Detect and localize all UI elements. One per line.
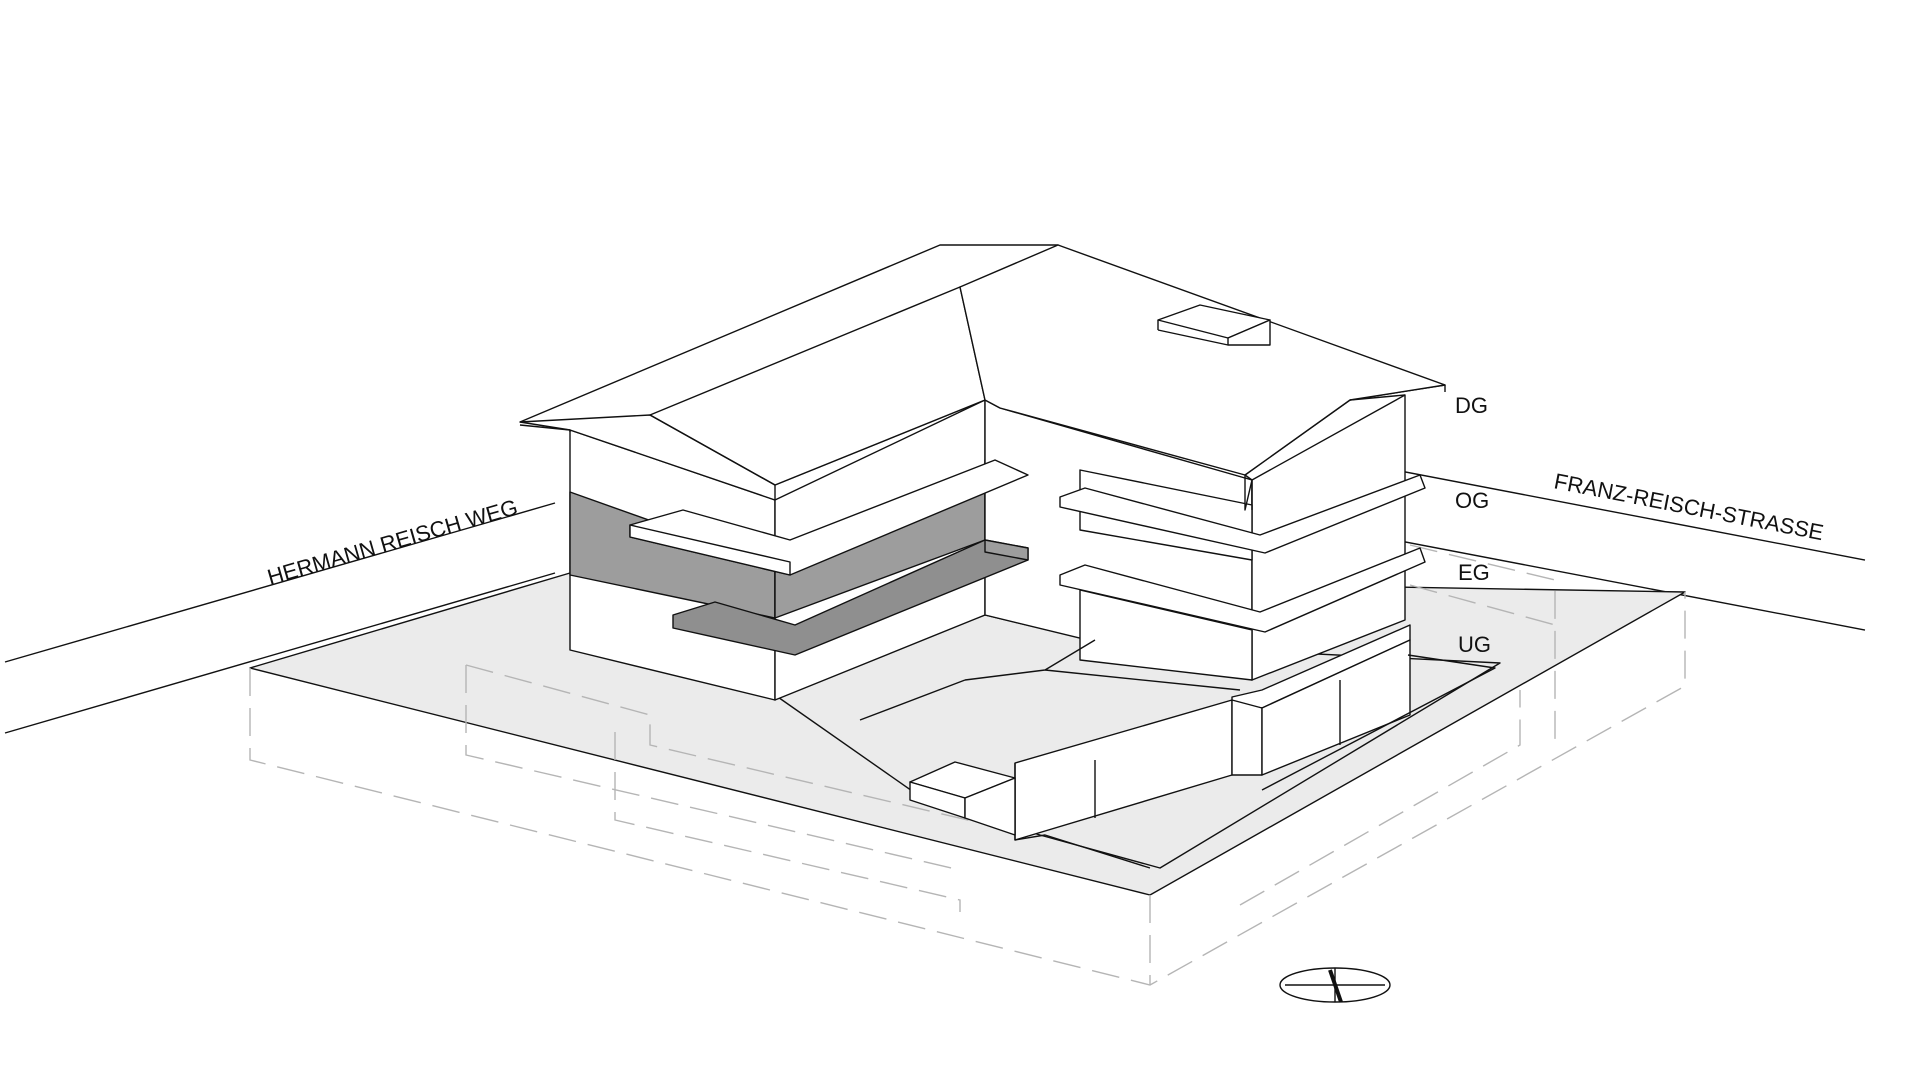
floor-label-og: OG <box>1455 488 1489 513</box>
floor-label-ug: UG <box>1458 632 1491 657</box>
entrance-box <box>909 761 1016 836</box>
roof <box>519 244 1446 511</box>
floor-label-eg: EG <box>1458 560 1490 585</box>
north-arrow-icon <box>1279 967 1391 1003</box>
underground-hidden-lines <box>249 544 1686 986</box>
balconies-west <box>629 459 1029 656</box>
floor-label-dg: DG <box>1455 393 1488 418</box>
balconies-east <box>1059 474 1426 709</box>
retaining-walls <box>1014 639 1496 869</box>
street-label-west: HERMANN REISCH WEG <box>264 494 520 589</box>
street-lines <box>4 469 1866 734</box>
courtyard-lines <box>859 639 1241 721</box>
street-label-east: FRANZ-REISCH-STRASSE <box>1552 468 1826 545</box>
